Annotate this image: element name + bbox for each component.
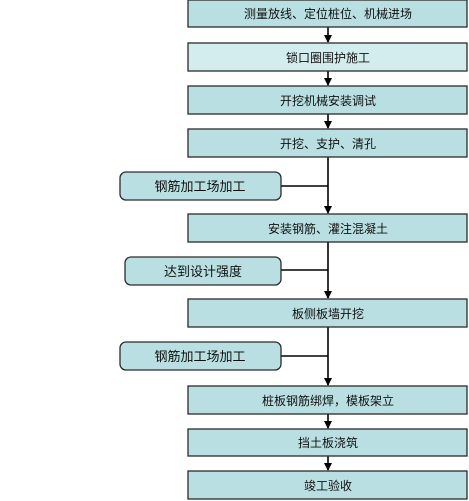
step-label-9: 竣工验收 — [304, 478, 352, 493]
step-box-4: 开挖、支护、清孔 — [187, 128, 468, 158]
side-input-box-3: 钢筋加工场加工 — [119, 341, 282, 371]
side-input-box-1: 钢筋加工场加工 — [119, 171, 282, 201]
side-input-label-3: 钢筋加工场加工 — [154, 349, 245, 365]
step-label-8: 挡土板浇筑 — [298, 435, 358, 450]
step-label-3: 开挖机械安装调试 — [280, 93, 376, 108]
step-label-2: 锁口圈围护施工 — [286, 50, 370, 65]
step-box-9: 竣工验收 — [187, 470, 468, 500]
step-box-5: 安装钢筋、灌注混凝土 — [187, 213, 468, 243]
step-box-7: 桩板钢筋绑焊，模板架立 — [187, 385, 468, 415]
step-box-3: 开挖机械安装调试 — [187, 85, 468, 115]
step-label-5: 安装钢筋、灌注混凝土 — [268, 221, 388, 236]
step-label-4: 开挖、支护、清孔 — [280, 136, 376, 151]
side-connectors — [281, 185, 328, 357]
step-box-8: 挡土板浇筑 — [187, 428, 468, 457]
step-box-2: 锁口圈围护施工 — [187, 42, 468, 72]
side-input-label-2: 达到设计强度 — [164, 264, 242, 280]
step-label-7: 桩板钢筋绑焊，模板架立 — [262, 393, 394, 408]
step-box-1: 测量放线、定位桩位、机械进场 — [187, 0, 468, 28]
step-label-6: 板侧板墙开挖 — [292, 306, 364, 321]
side-input-box-2: 达到设计强度 — [124, 256, 282, 286]
side-input-label-1: 钢筋加工场加工 — [154, 179, 245, 195]
step-box-6: 板侧板墙开挖 — [187, 298, 468, 328]
step-label-1: 测量放线、定位桩位、机械进场 — [244, 6, 412, 21]
